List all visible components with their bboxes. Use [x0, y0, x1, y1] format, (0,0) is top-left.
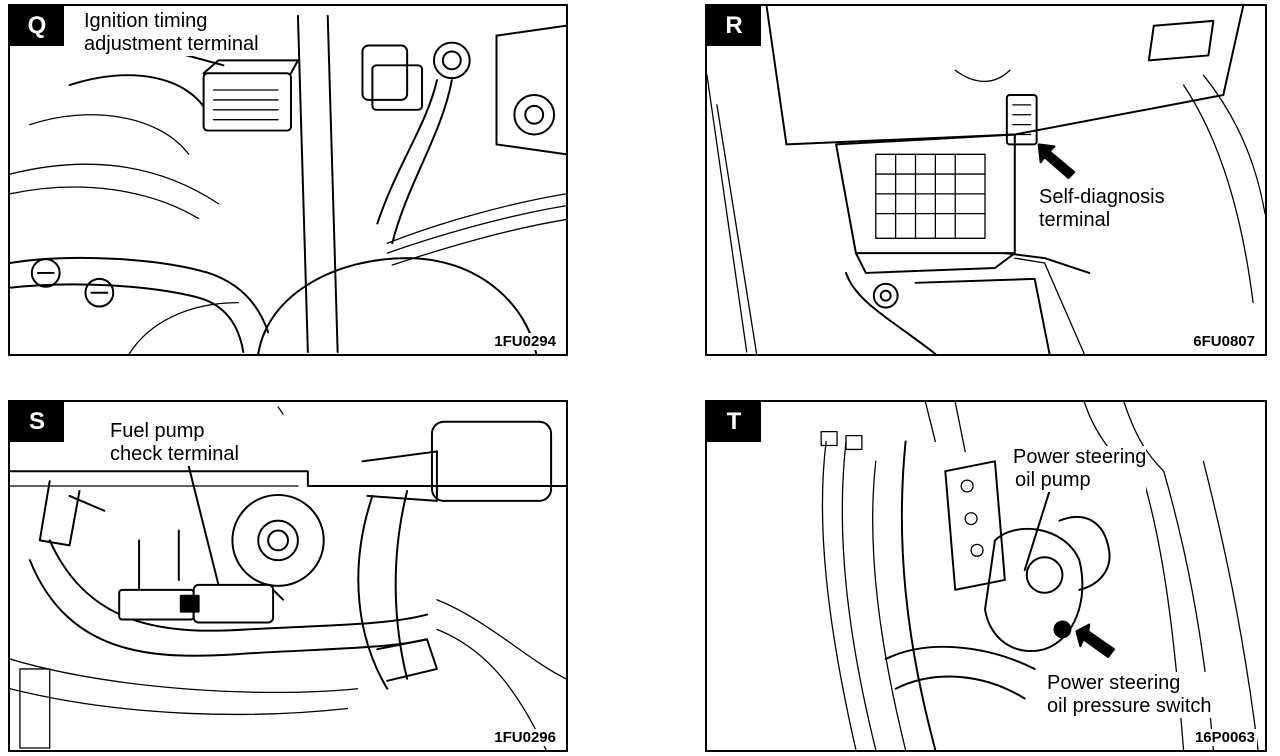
panel-q: Q Ignition timing adjustment terminal 1F… — [8, 4, 568, 356]
panel-t: T Power steering oil pump Power steering… — [705, 400, 1267, 752]
label-line-1: Fuel pump — [110, 420, 205, 442]
dashboard-illustration-r — [707, 6, 1265, 354]
label-line-1: Power steering — [1013, 446, 1147, 468]
figure-code: 1FU0294 — [492, 333, 558, 350]
ignition-timing-label: Ignition timing adjustment terminal — [84, 10, 259, 56]
label-line-2: check terminal — [110, 443, 239, 465]
fuel-pump-label: Fuel pump check terminal — [110, 420, 239, 466]
engine-illustration-t — [820, 402, 1259, 750]
panel-r: R Self-diagnosis terminal 6FU0807 — [705, 4, 1267, 356]
self-diagnosis-label: Self-diagnosis terminal — [1039, 186, 1165, 232]
power-steering-switch-label: Power steering oil pressure switch — [1047, 672, 1212, 718]
label-line-2: oil pump — [1015, 469, 1091, 491]
engine-illustration-q — [10, 14, 566, 354]
figure-code: 6FU0807 — [1191, 333, 1257, 350]
label-line-2: adjustment terminal — [84, 33, 259, 55]
panel-letter: R — [707, 6, 761, 46]
label-line-1: Power steering — [1047, 672, 1181, 694]
label-line-2: terminal — [1039, 209, 1111, 231]
panel-letter: Q — [10, 6, 64, 46]
label-line-1: Ignition timing — [84, 10, 208, 32]
panel-letter: S — [10, 402, 64, 442]
power-steering-pump-label: Power steering oil pump — [1013, 446, 1147, 492]
engine-illustration-s — [10, 406, 566, 750]
label-line-2: oil pressure switch — [1047, 695, 1212, 717]
figure-code: 1FU0296 — [492, 729, 558, 746]
figure-code: 16P0063 — [1192, 729, 1257, 746]
label-line-1: Self-diagnosis — [1039, 186, 1165, 208]
panel-letter: T — [707, 402, 761, 442]
panel-s: S Fuel pump check terminal 1FU0296 — [8, 400, 568, 752]
